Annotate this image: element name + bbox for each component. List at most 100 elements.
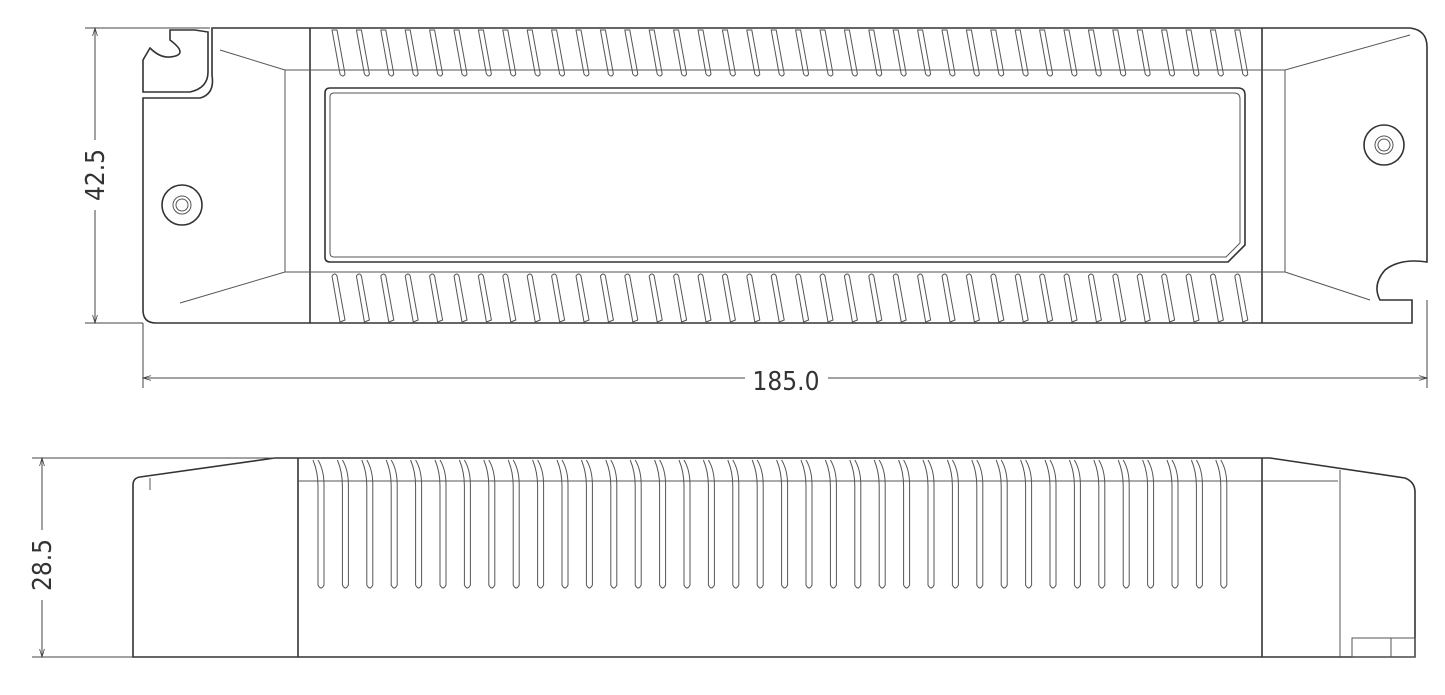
width-dimension: 185.0 bbox=[143, 300, 1427, 397]
top-fin bbox=[1063, 273, 1078, 323]
top-fin bbox=[331, 29, 346, 77]
top-fin bbox=[1136, 273, 1151, 323]
top-fin bbox=[673, 273, 688, 323]
top-fin bbox=[1087, 273, 1102, 323]
top-fin bbox=[1185, 29, 1200, 77]
top-fin bbox=[380, 29, 395, 77]
top-fin bbox=[551, 29, 566, 77]
mounting-hole-right bbox=[1363, 124, 1405, 166]
top-fin bbox=[892, 273, 907, 323]
top-fin bbox=[965, 273, 980, 323]
top-view bbox=[142, 27, 1428, 324]
top-fin bbox=[1234, 29, 1249, 77]
side-fin bbox=[1093, 459, 1106, 589]
top-fin bbox=[1014, 273, 1029, 323]
top-fin bbox=[599, 273, 614, 323]
side-fin bbox=[1117, 459, 1130, 589]
top-left-slot bbox=[142, 29, 209, 93]
side-fin bbox=[1044, 459, 1057, 589]
top-fin bbox=[404, 29, 419, 77]
side-fin bbox=[361, 459, 374, 589]
top-fin bbox=[477, 29, 492, 77]
top-outline bbox=[142, 27, 1428, 324]
top-fin bbox=[917, 273, 932, 323]
side-fin bbox=[654, 459, 667, 589]
top-fin bbox=[795, 29, 810, 77]
top-fin bbox=[941, 273, 956, 323]
top-fin bbox=[746, 273, 761, 323]
top-fin bbox=[575, 273, 590, 323]
top-fin bbox=[819, 29, 834, 77]
top-fin bbox=[843, 29, 858, 77]
side-fin bbox=[1020, 459, 1033, 589]
top-fin bbox=[1161, 273, 1176, 323]
top-fin bbox=[721, 273, 736, 323]
side-fin bbox=[312, 459, 325, 589]
side-fin bbox=[434, 459, 447, 589]
top-fin bbox=[502, 273, 517, 323]
top-fin bbox=[380, 273, 395, 323]
side-fin bbox=[898, 459, 911, 589]
top-fin bbox=[819, 273, 834, 323]
side-fin bbox=[776, 459, 789, 589]
top-fin bbox=[892, 29, 907, 77]
top-fin bbox=[355, 29, 370, 77]
top-fin bbox=[990, 273, 1005, 323]
side-fin bbox=[532, 459, 545, 589]
top-fin bbox=[1209, 273, 1224, 323]
side-fin bbox=[946, 459, 959, 589]
top-fin bbox=[1185, 273, 1200, 323]
side-fin bbox=[824, 459, 837, 589]
top-fin bbox=[1087, 29, 1102, 77]
top-fin bbox=[941, 29, 956, 77]
top-fin bbox=[477, 273, 492, 323]
top-fin bbox=[648, 29, 663, 77]
top-fin bbox=[721, 29, 736, 77]
top-fin bbox=[648, 273, 663, 323]
side-fin bbox=[580, 459, 593, 589]
side-fin bbox=[605, 459, 618, 589]
top-fin bbox=[599, 29, 614, 77]
side-outline bbox=[132, 457, 1416, 658]
top-fin bbox=[746, 29, 761, 77]
top-fin bbox=[673, 29, 688, 77]
side-fin bbox=[1166, 459, 1179, 589]
height-dimension: 28.5 bbox=[28, 458, 275, 657]
side-fin bbox=[1142, 459, 1155, 589]
side-fin bbox=[483, 459, 496, 589]
top-fin bbox=[1112, 29, 1127, 77]
side-fin bbox=[385, 459, 398, 589]
top-fin bbox=[1039, 273, 1054, 323]
side-fin bbox=[873, 459, 886, 589]
top-fin bbox=[1014, 29, 1029, 77]
side-fin bbox=[336, 459, 349, 589]
top-fin bbox=[917, 29, 932, 77]
side-fin bbox=[458, 459, 471, 589]
top-fin bbox=[697, 29, 712, 77]
side-fin bbox=[556, 459, 569, 589]
top-fin bbox=[551, 273, 566, 323]
side-fin bbox=[1068, 459, 1081, 589]
top-fin bbox=[1063, 29, 1078, 77]
side-view bbox=[132, 457, 1416, 658]
top-fin bbox=[1209, 29, 1224, 77]
top-fin bbox=[502, 29, 517, 77]
side-fin bbox=[629, 459, 642, 589]
top-fin bbox=[526, 29, 541, 77]
side-fin bbox=[971, 459, 984, 589]
height-label: 28.5 bbox=[28, 539, 58, 591]
side-fin bbox=[727, 459, 740, 589]
side-fin bbox=[800, 459, 813, 589]
top-fin bbox=[404, 273, 419, 323]
side-fin bbox=[849, 459, 862, 589]
top-fin bbox=[355, 273, 370, 323]
top-fin bbox=[868, 29, 883, 77]
side-fin bbox=[507, 459, 520, 589]
depth-dimension: 42.5 bbox=[81, 28, 210, 323]
side-fin bbox=[702, 459, 715, 589]
top-fin bbox=[965, 29, 980, 77]
side-fin bbox=[922, 459, 935, 589]
top-fin bbox=[575, 29, 590, 77]
top-fin bbox=[453, 273, 468, 323]
side-fin bbox=[1215, 459, 1228, 589]
